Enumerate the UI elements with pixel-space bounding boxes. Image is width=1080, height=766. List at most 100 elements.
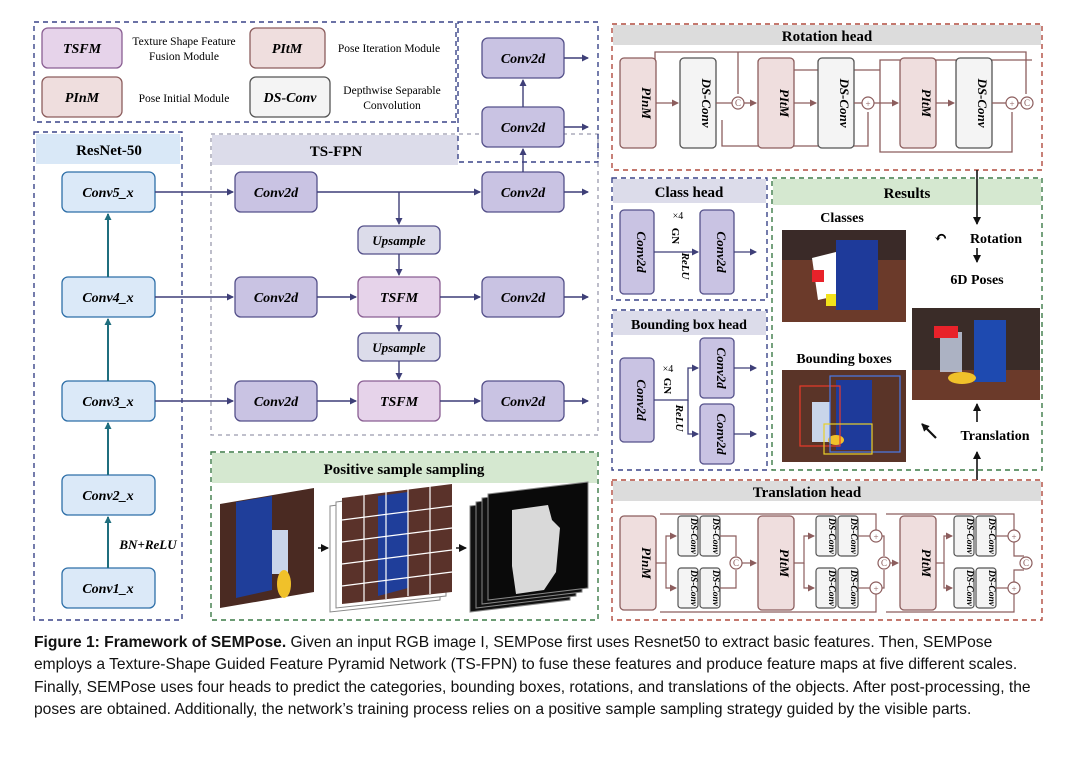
svg-text:PInM: PInM	[639, 87, 654, 119]
bbox-head-title: Bounding box head	[631, 318, 747, 333]
bn-relu-label: BN+ReLU	[118, 537, 177, 552]
legend-item-pitm: PItM Pose Iteration Module	[249, 27, 440, 69]
svg-text:C: C	[733, 558, 739, 568]
legend-item-pinm: PInM Pose Initial Module	[41, 76, 230, 118]
positive-sampling-panel: Positive sample sampling	[210, 451, 599, 621]
svg-text:DS-Conv: DS-Conv	[964, 569, 974, 607]
legend-abbr-tsfm: TSFM	[63, 42, 102, 57]
svg-text:PItM: PItM	[777, 89, 792, 118]
svg-text:Conv2d: Conv2d	[634, 379, 649, 421]
legend-item-dsconv: DS-Conv Depthwise Separable Convolution	[249, 76, 441, 118]
results-panel: Results Classes Bounding boxes ↶ Rotatio…	[771, 177, 1043, 471]
rotation-head-panel: Rotation head PInM DS-Conv PItM DS-Conv …	[611, 23, 1043, 171]
svg-text:DS-Conv: DS-Conv	[710, 517, 720, 555]
rot-add-1	[861, 96, 875, 110]
tsfpn-panel: TS-FPN Conv2d Conv2d Conv2d Conv2d Conv2…	[155, 21, 599, 436]
svg-text:Conv2d: Conv2d	[501, 395, 546, 410]
rot-concat-1	[731, 96, 745, 110]
svg-text:Upsample: Upsample	[372, 340, 426, 355]
resnet-title: ResNet-50	[76, 143, 142, 159]
class-head-panel: Class head Conv2d Conv2d ×4 GN ReLU	[611, 177, 768, 301]
svg-text:DS-Conv: DS-Conv	[688, 517, 698, 555]
svg-text:Conv2d: Conv2d	[254, 186, 299, 201]
svg-text:TSFM: TSFM	[380, 395, 419, 410]
resnet-block-conv2: Conv2_x	[61, 474, 156, 516]
svg-text:GN: GN	[669, 228, 681, 245]
svg-text:ReLU: ReLU	[673, 404, 685, 433]
svg-text:Conv2d: Conv2d	[634, 231, 649, 273]
svg-text:Conv2d: Conv2d	[714, 231, 729, 273]
tsfpn-arrows	[155, 54, 589, 405]
svg-text:DS-Conv: DS-Conv	[848, 517, 858, 555]
caption-label: Figure 1: Framework of SEMPose.	[34, 634, 287, 651]
results-bboxes-label: Bounding boxes	[796, 352, 892, 367]
legend-desc-pitm: Pose Iteration Module	[338, 43, 440, 55]
class-head-title: Class head	[655, 185, 724, 201]
rotation-symbol: ↶	[934, 230, 947, 247]
svg-text:Conv2d: Conv2d	[501, 121, 546, 136]
resnet-block-conv1: Conv1_x	[61, 567, 156, 609]
svg-text:PItM: PItM	[919, 549, 934, 578]
sample-grid-image	[329, 484, 453, 613]
svg-text:C: C	[1023, 558, 1029, 568]
translation-head-panel: Translation head PInM PItM PItM DS-C	[611, 479, 1043, 621]
svg-text:DS-Conv: DS-Conv	[826, 569, 836, 607]
poses-image	[912, 308, 1040, 400]
svg-text:C: C	[881, 558, 887, 568]
rotation-head-title: Rotation head	[782, 29, 873, 45]
rot-add-2	[1005, 96, 1019, 110]
svg-text:DS-Conv: DS-Conv	[710, 569, 720, 607]
svg-text:DS-Conv: DS-Conv	[837, 77, 852, 127]
sample-mask-stack	[469, 481, 589, 613]
svg-text:Upsample: Upsample	[372, 233, 426, 248]
svg-text:DS-Conv: DS-Conv	[848, 569, 858, 607]
svg-text:+: +	[1011, 584, 1016, 594]
svg-text:+: +	[873, 584, 878, 594]
resnet-panel: ResNet-50 Conv5_x Conv4_x Conv3_x Conv2_…	[33, 131, 183, 621]
svg-text:DS-Conv: DS-Conv	[699, 77, 714, 127]
svg-text:Conv1_x: Conv1_x	[82, 582, 133, 597]
translation-head-title: Translation head	[753, 485, 862, 501]
svg-text:Conv3_x: Conv3_x	[82, 395, 133, 410]
svg-text:PInM: PInM	[639, 547, 654, 579]
sample-input-image	[220, 488, 314, 608]
svg-text:Conv2d: Conv2d	[501, 186, 546, 201]
legend-desc-dsconv-2: Convolution	[363, 100, 421, 112]
svg-text:DS-Conv: DS-Conv	[975, 77, 990, 127]
svg-text:DS-Conv: DS-Conv	[826, 517, 836, 555]
svg-text:Conv2d: Conv2d	[254, 395, 299, 410]
bbox-head-panel: Bounding box head Conv2d Conv2d Conv2d ×…	[611, 309, 768, 471]
legend-desc-tsfm-2: Fusion Module	[149, 51, 219, 63]
svg-text:Conv2d: Conv2d	[714, 347, 729, 389]
caption-text: Given an input RGB image I, SEMPose firs…	[34, 634, 1031, 719]
framework-diagram: TSFM Texture Shape Feature Fusion Module…	[33, 21, 1043, 621]
svg-text:Conv4_x: Conv4_x	[82, 291, 133, 306]
svg-text:GN: GN	[661, 378, 673, 395]
svg-text:DS-Conv: DS-Conv	[688, 569, 698, 607]
svg-text:+: +	[1009, 99, 1014, 109]
svg-text:C: C	[735, 98, 741, 108]
legend-abbr-pitm: PItM	[272, 42, 303, 57]
legend-desc-pinm: Pose Initial Module	[139, 93, 230, 105]
legend-item-tsfm: TSFM Texture Shape Feature Fusion Module	[41, 27, 236, 69]
legend-abbr-dsconv: DS-Conv	[263, 91, 318, 106]
svg-text:+: +	[1011, 532, 1016, 542]
svg-text:C: C	[1024, 98, 1030, 108]
results-translation-label: Translation	[961, 429, 1030, 444]
resnet-block-conv5: Conv5_x	[61, 171, 156, 213]
tsfpn-title: TS-FPN	[310, 144, 363, 160]
svg-text:+: +	[865, 99, 870, 109]
resnet-block-conv3: Conv3_x	[61, 380, 156, 422]
svg-text:TSFM: TSFM	[380, 291, 419, 306]
svg-text:ReLU: ReLU	[679, 252, 691, 281]
classes-image	[782, 230, 906, 322]
svg-text:Conv2d: Conv2d	[501, 291, 546, 306]
svg-text:+: +	[873, 532, 878, 542]
legend-panel: TSFM Texture Shape Feature Fusion Module…	[33, 21, 457, 123]
svg-text:Conv2d: Conv2d	[501, 52, 546, 67]
svg-text:DS-Conv: DS-Conv	[964, 517, 974, 555]
sampling-title: Positive sample sampling	[324, 462, 485, 478]
svg-text:×4: ×4	[673, 211, 684, 222]
results-rotation-label: Rotation	[970, 232, 1022, 247]
